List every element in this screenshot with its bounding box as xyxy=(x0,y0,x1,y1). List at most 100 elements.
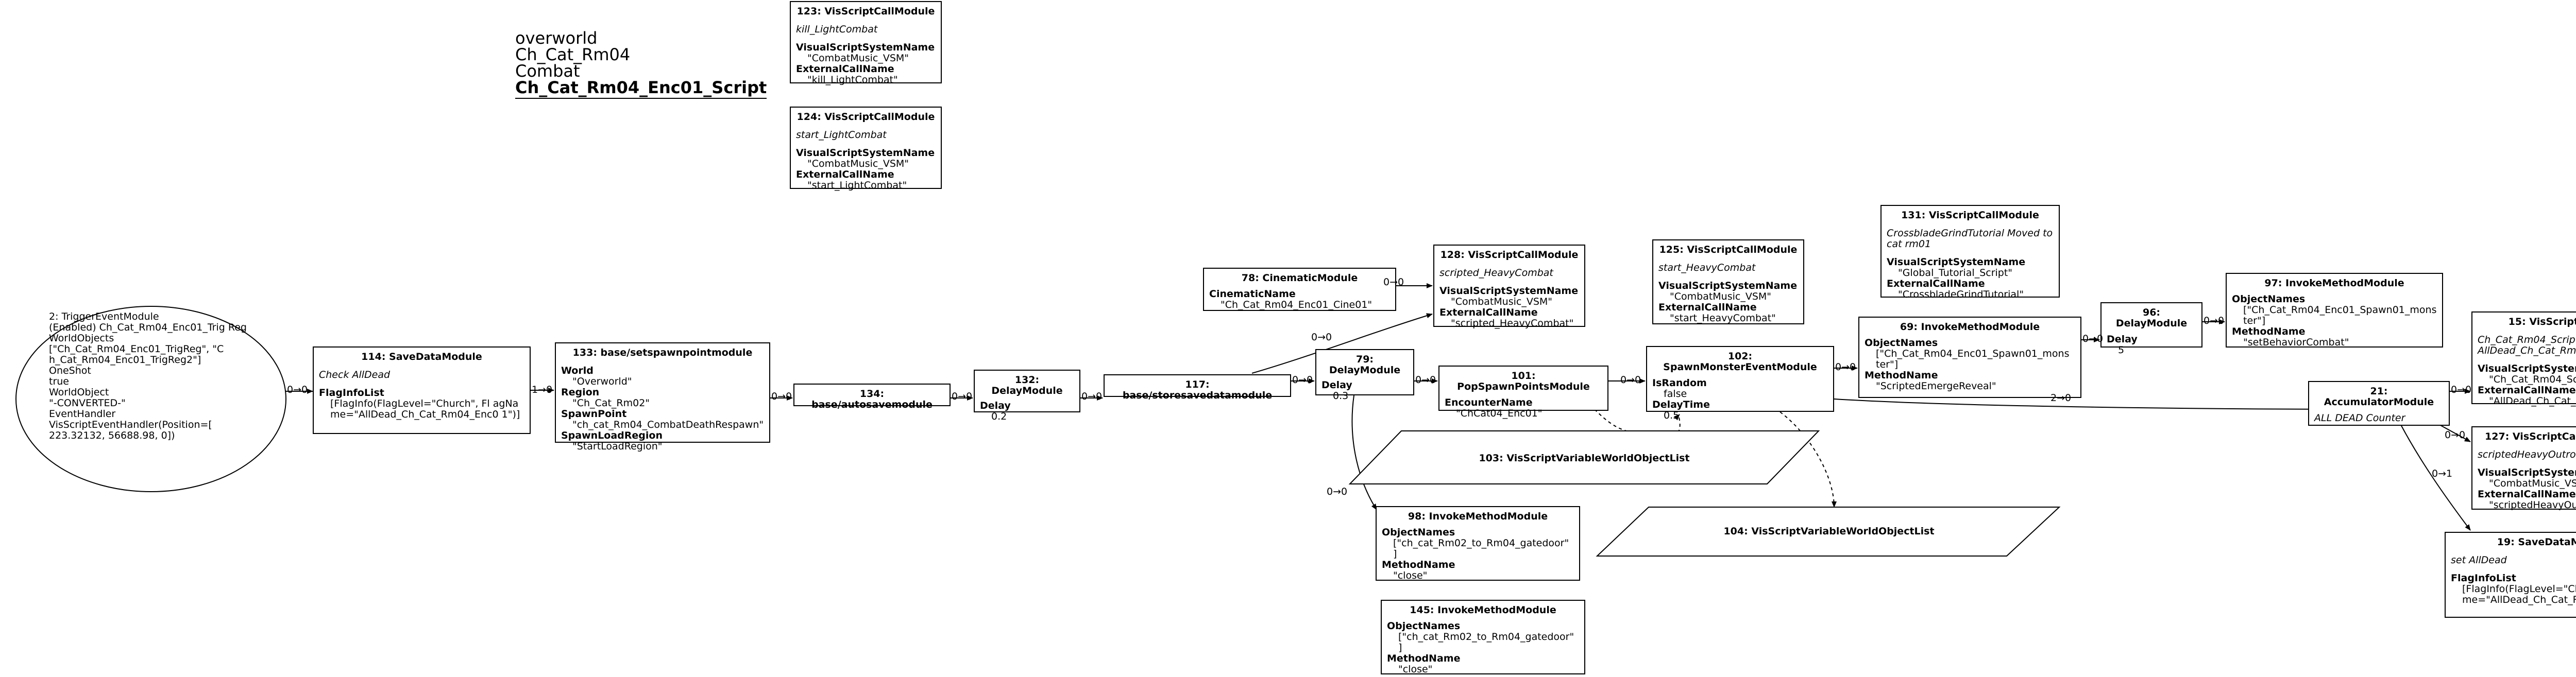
node-127[interactable]: 127: VisScriptCallModule scriptedHeavyOu… xyxy=(2471,426,2576,511)
node-header: 19: SaveDataModule xyxy=(2497,536,2576,548)
node-134[interactable]: 134: base/autosavemodule xyxy=(793,384,951,410)
prop-value: [FlagInfo(FlagLevel="Church", Fl agName=… xyxy=(2462,583,2576,605)
node-145[interactable]: 145: InvokeMethodModule ObjectNames ["ch… xyxy=(1381,600,1585,675)
node-header: 123: VisScriptCallModule xyxy=(796,6,935,17)
prop-name: VisualScriptSystemName xyxy=(1658,280,1798,291)
node-103[interactable]: 103: VisScriptVariableWorldObjectList xyxy=(1360,448,1808,468)
edge-label: 0→0 xyxy=(287,384,308,395)
node-header: 69: InvokeMethodModule xyxy=(1900,321,2040,333)
prop-name: MethodName xyxy=(1865,370,1938,381)
node-114[interactable]: 114: SaveDataModule Check AllDead FlagIn… xyxy=(313,346,531,434)
prop-name: ExternalCallName xyxy=(796,169,894,180)
prop-value: "AllDead_Ch_Cat_Rm04_Enc01" xyxy=(2489,395,2576,407)
prop-name: Delay xyxy=(1321,379,1352,391)
prop-value: "close" xyxy=(1398,664,1433,675)
node-header: 101: PopSpawnPointsModule xyxy=(1457,370,1590,392)
node-79[interactable]: 79: DelayModule Delay 0.3 xyxy=(1315,349,1414,402)
node-header: 127: VisScriptCallModule xyxy=(2485,431,2576,442)
node-78[interactable]: 78: CinematicModule CinematicName "Ch_Ca… xyxy=(1203,268,1396,311)
prop-value: "CombatMusic_VSM" xyxy=(807,158,909,169)
prop-name: ObjectNames xyxy=(2232,293,2306,305)
prop-name: ObjectNames xyxy=(1382,527,1455,538)
node-header: 125: VisScriptCallModule xyxy=(1659,244,1798,255)
node-header: 97: InvokeMethodModule xyxy=(2264,277,2404,289)
node-97[interactable]: 97: InvokeMethodModule ObjectNames ["Ch_… xyxy=(2226,273,2443,348)
prop-name: ObjectNames xyxy=(1865,337,1938,349)
node-15[interactable]: 15: VisScriptCallModule Ch_Cat_Rm04_Scri… xyxy=(2471,311,2576,407)
prop-value: "StartLoadRegion" xyxy=(572,441,663,452)
node-subtitle: set AllDead xyxy=(2451,554,2507,566)
node-header: 145: InvokeMethodModule xyxy=(1410,604,1556,616)
node-subtitle: (Enabled) Ch_Cat_Rm04_Enc01_Trig Reg xyxy=(49,322,247,333)
prop-value: "ScriptedEmergeReveal" xyxy=(1876,380,1996,392)
edge-label: 0→0 xyxy=(1835,361,1856,373)
node-subtitle: start_LightCombat xyxy=(796,129,887,141)
prop-name: ObjectNames xyxy=(1387,620,1461,632)
prop-value: false xyxy=(1664,388,1687,400)
node-128[interactable]: 128: VisScriptCallModule scripted_HeavyC… xyxy=(1433,245,1585,329)
node-header: 103: VisScriptVariableWorldObjectList xyxy=(1479,452,1690,464)
node-96[interactable]: 96: DelayModule Delay 5 xyxy=(2100,302,2202,356)
prop-name: DelayTime xyxy=(1652,399,1710,410)
edge-label: 0→0 xyxy=(771,391,792,402)
prop-name: VisualScriptSystemName xyxy=(1439,285,1579,297)
node-131[interactable]: 131: VisScriptCallModule CrossbladeGrind… xyxy=(1880,205,2060,300)
prop-name: EventHandler xyxy=(49,408,116,420)
prop-value: "-CONVERTED-" xyxy=(49,397,126,409)
edge-21-19 xyxy=(2400,424,2471,531)
title-script-name: Ch_Cat_Rm04_Enc01_Script xyxy=(515,79,767,99)
prop-value: ["Ch_Cat_Rm04_Enc01_TrigReg", "C h_Cat_R… xyxy=(49,343,224,366)
node-21[interactable]: 21: AccumulatorModule ALL DEAD Counter xyxy=(2308,381,2450,426)
prop-name: World xyxy=(561,365,594,376)
prop-value: "Global_Tutorial_Script" xyxy=(1898,267,2013,279)
node-123[interactable]: 123: VisScriptCallModule kill_LightComba… xyxy=(790,1,942,85)
prop-name: Region xyxy=(561,387,600,398)
node-subtitle: kill_LightCombat xyxy=(796,24,878,35)
node-98[interactable]: 98: InvokeMethodModule ObjectNames ["ch_… xyxy=(1376,506,1580,581)
prop-name: VisualScriptSystemName xyxy=(796,147,935,159)
prop-value: "ChCat04_Enc01" xyxy=(1456,408,1543,419)
edge-label: 0→0 xyxy=(2451,384,2472,395)
node-101[interactable]: 101: PopSpawnPointsModule EncounterName … xyxy=(1438,366,1608,419)
node-133[interactable]: 133: base/setspawnpointmodule World "Ove… xyxy=(555,342,770,452)
node-117[interactable]: 117: base/storesavedatamodule xyxy=(1104,374,1291,401)
prop-name: FlagInfoList xyxy=(319,387,384,398)
prop-value: 0.3 xyxy=(1333,390,1349,402)
edge-label: 0→0 xyxy=(2082,333,2104,344)
prop-value: "ch_cat_Rm04_CombatDeathRespawn" xyxy=(572,419,764,430)
prop-value: "setBehaviorCombat" xyxy=(2243,337,2349,348)
node-125[interactable]: 125: VisScriptCallModule start_HeavyComb… xyxy=(1652,239,1804,324)
prop-name: SpawnPoint xyxy=(561,408,627,420)
prop-name: OneShot xyxy=(49,365,91,376)
edge-102-21 xyxy=(1834,398,2369,412)
node-19[interactable]: 19: SaveDataModule set AllDead FlagInfoL… xyxy=(2445,532,2576,618)
node-subtitle: ALL DEAD Counter xyxy=(2314,412,2405,424)
node-header: 2: TriggerEventModule xyxy=(49,311,159,322)
node-124[interactable]: 124: VisScriptCallModule start_LightComb… xyxy=(790,107,942,191)
node-102[interactable]: 102: SpawnMonsterEventModule IsRandom fa… xyxy=(1646,346,1834,421)
node-header: 131: VisScriptCallModule xyxy=(1901,210,2039,221)
node-header: 21: AccumulatorModule xyxy=(2324,386,2434,408)
node-header: 117: base/storesavedatamodule xyxy=(1122,379,1273,401)
prop-value: ["Ch_Cat_Rm04_Enc01_Spawn01_mons ter"] xyxy=(1876,348,2073,370)
edge-label: 0→0 xyxy=(1311,332,1332,343)
prop-value: [FlagInfo(FlagLevel="Church", Fl agName=… xyxy=(330,398,520,420)
prop-name: ExternalCallName xyxy=(796,63,894,75)
node-2[interactable]: 2: TriggerEventModule (Enabled) Ch_Cat_R… xyxy=(49,311,255,441)
edge-label: 0→0 xyxy=(2445,429,2466,441)
prop-name: Delay xyxy=(980,400,1011,411)
node-132[interactable]: 132: DelayModule Delay 0.2 xyxy=(974,370,1080,422)
node-subtitle: CrossbladeGrindTutorial Moved to cat rm0… xyxy=(1887,228,2053,250)
edge-label: 0→0 xyxy=(952,391,973,402)
node-69[interactable]: 69: InvokeMethodModule ObjectNames ["Ch_… xyxy=(1858,317,2081,398)
edge-79-98 xyxy=(1351,395,1377,510)
node-subtitle: Check AllDead xyxy=(319,369,391,380)
node-104[interactable]: 104: VisScriptVariableWorldObjectList xyxy=(1607,521,2050,542)
title-line-3: Combat xyxy=(515,61,580,81)
script-title: overworld Ch_Cat_Rm04 Combat Ch_Cat_Rm04… xyxy=(515,30,767,99)
prop-value: "scripted_HeavyCombat" xyxy=(1451,318,1574,329)
title-line-2: Ch_Cat_Rm04 xyxy=(515,45,631,64)
edge-label: 2→0 xyxy=(2050,392,2072,404)
prop-value: "Ch_Cat_Rm02" xyxy=(572,397,650,409)
node-header: 15: VisScriptCallModule xyxy=(2508,316,2576,327)
